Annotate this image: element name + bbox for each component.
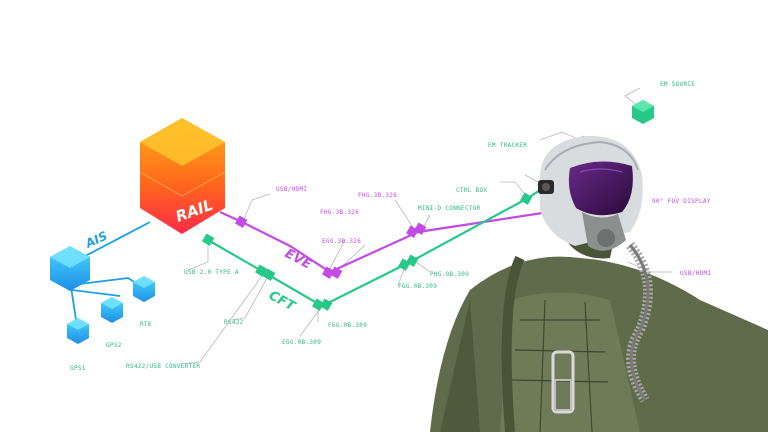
label-gps2: GPS2 [106,342,122,349]
usb2-node [202,233,215,246]
label-usb-hdmi-top: USB/HDMI [276,186,307,193]
ctrl-box-node [520,192,533,205]
label-phg: PHG.0B.309 [430,271,469,278]
label-em-tracker: EM TRACKER [488,142,527,149]
label-fhg-1: FHG.3B.326 [358,192,397,199]
fgg-node-2 [320,298,333,311]
phg-node-2 [406,254,419,267]
label-fgg-2: FGG.0B.309 [328,322,367,329]
label-fhg-2: FHG.3B.326 [320,209,359,216]
label-rtk: RTK [140,321,152,328]
label-fgg-1: FGG.0B.309 [398,283,437,290]
rail-module: RAIL [139,118,226,234]
cft-label: CFT [266,288,298,315]
ais-module: AIS [50,229,110,291]
label-egg-top: EGG.3B.326 [322,238,361,245]
label-egg-bottom: EGG.0B.309 [282,339,321,346]
label-rs422: RS422 [224,319,244,326]
pilot-illustration [430,135,768,432]
gps2-node [101,297,123,323]
diagram-labels: EM SOURCE EM TRACKER CTRL BOX MINI-D CON… [70,81,711,372]
label-mini-d: MINI-D CONNECTOR [418,205,481,212]
fhg-node-1 [322,266,335,279]
label-ctrl-box: CTRL BOX [456,187,487,194]
fhg-node-2 [330,266,343,279]
eve-label: EVE [282,246,314,272]
label-em-source: EM SOURCE [660,81,695,88]
usb-hdmi-node [235,215,248,228]
rs422-node-2 [263,268,276,281]
gps1-node [67,318,89,344]
fgg-node-1 [312,298,325,311]
label-fov-display: 90° FOV DISPLAY [652,198,711,205]
em-source-node [632,100,654,124]
label-gps1: GPS1 [70,365,86,372]
rs422-node-1 [255,264,268,277]
rtk-node [133,276,155,302]
ais-label: AIS [82,229,109,252]
label-usb-hdmi-right: USB/HDMI [680,270,711,277]
egg-top-node-2 [414,222,427,235]
label-rs422-usb: RS422/USB CONVERTER [126,363,200,370]
label-usb2: USB 2.0 TYPE A [184,269,239,276]
